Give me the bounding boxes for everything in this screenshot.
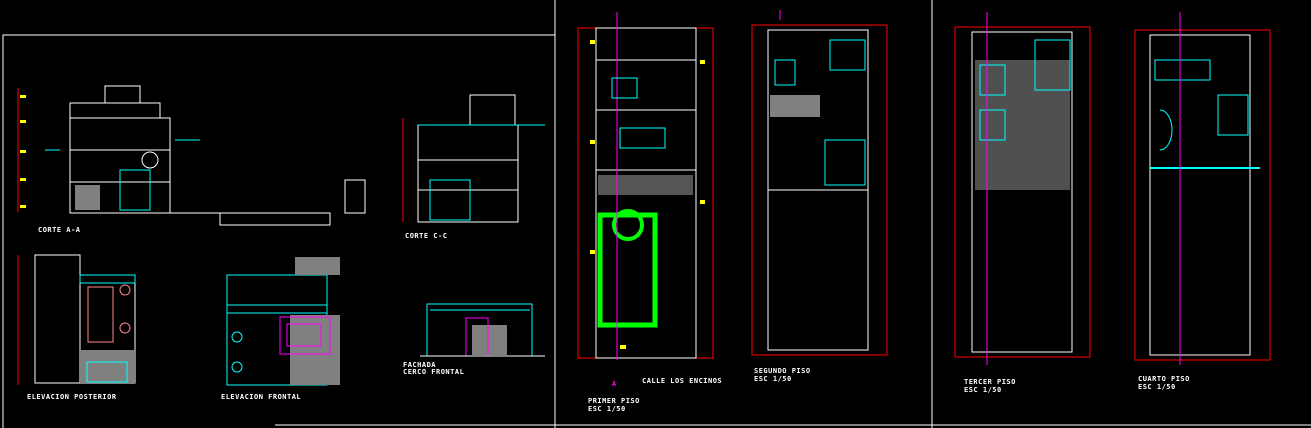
label-primer-piso: PRIMER PISO bbox=[588, 397, 640, 405]
elevation-rear bbox=[17, 254, 136, 385]
label-cerco-frontal: CERCO FRONTAL bbox=[403, 368, 465, 376]
label-tercer-escala: ESC 1/50 bbox=[964, 386, 1002, 394]
label-segundo-escala: ESC 1/50 bbox=[754, 375, 792, 383]
label-elevacion-posterior: ELEVACION POSTERIOR bbox=[27, 393, 117, 401]
plan-third-floor bbox=[954, 12, 1091, 365]
facade-fence bbox=[420, 303, 545, 357]
elevation-front bbox=[226, 257, 340, 386]
plan-first-floor bbox=[577, 12, 714, 360]
section-marker: A bbox=[612, 380, 617, 388]
label-calle: CALLE LOS ENCINOS bbox=[642, 377, 723, 385]
label-segundo-piso: SEGUNDO PISO bbox=[754, 367, 811, 375]
label-elevacion-frontal: ELEVACION FRONTAL bbox=[221, 393, 302, 401]
label-tercer-piso: TERCER PISO bbox=[964, 378, 1016, 386]
section-c-c bbox=[402, 94, 545, 223]
label-cuarto-piso: CUARTO PISO bbox=[1138, 375, 1190, 383]
label-fachada: FACHADA bbox=[403, 361, 437, 369]
label-corte-aa: CORTE A-A bbox=[38, 226, 81, 234]
plan-fourth-floor bbox=[1134, 12, 1271, 365]
label-primer-escala: ESC 1/50 bbox=[588, 405, 626, 413]
plan-second-floor bbox=[751, 10, 888, 356]
label-cuarto-escala: ESC 1/50 bbox=[1138, 383, 1176, 391]
section-a-a bbox=[17, 85, 366, 226]
label-corte-cc: CORTE C-C bbox=[405, 232, 448, 240]
